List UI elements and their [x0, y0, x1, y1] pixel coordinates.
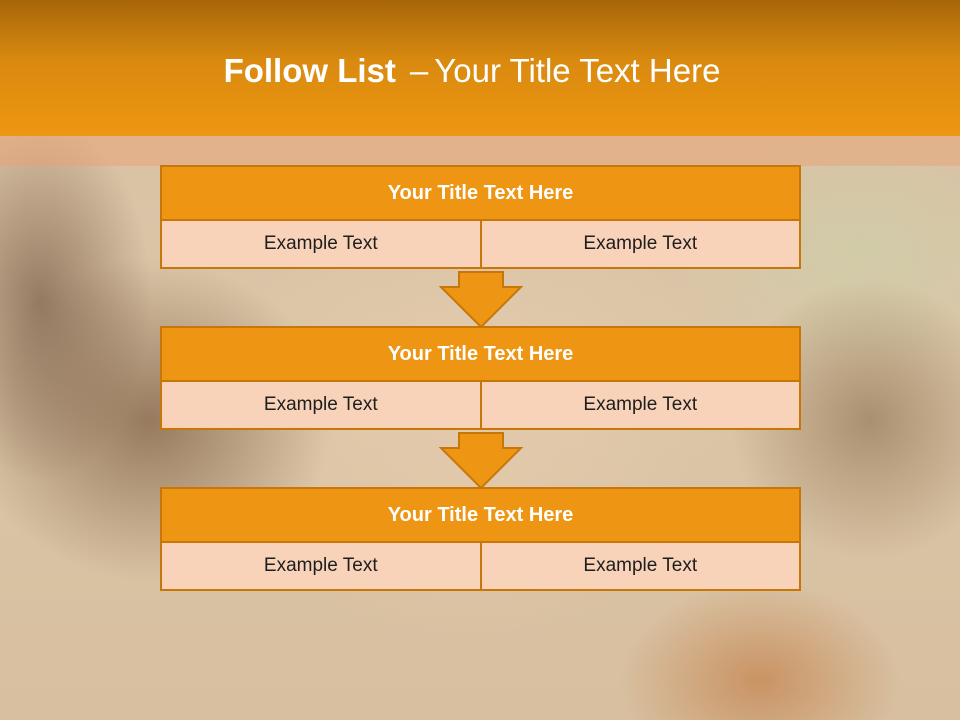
slide-title: Follow List–Your Title Text Here — [0, 52, 944, 90]
step-row: Example Text Example Text — [160, 382, 801, 430]
step-cell-right: Example Text — [479, 221, 799, 267]
title-dash: – — [409, 52, 429, 89]
step-title: Your Title Text Here — [160, 326, 801, 382]
step-block-3: Your Title Text Here Example Text Exampl… — [160, 487, 801, 591]
step-block-1: Your Title Text Here Example Text Exampl… — [160, 165, 801, 269]
step-title: Your Title Text Here — [160, 165, 801, 221]
step-row: Example Text Example Text — [160, 221, 801, 269]
arrow-down-icon — [438, 271, 524, 329]
arrow-down-icon — [438, 432, 524, 490]
step-title: Your Title Text Here — [160, 487, 801, 543]
step-block-2: Your Title Text Here Example Text Exampl… — [160, 326, 801, 430]
title-rest: Your Title Text Here — [434, 52, 721, 89]
step-cell-left: Example Text — [162, 543, 480, 589]
slide-header: Follow List–Your Title Text Here — [0, 0, 960, 136]
title-bold: Follow List — [223, 52, 396, 89]
step-cell-right: Example Text — [479, 382, 799, 428]
step-cell-left: Example Text — [162, 221, 480, 267]
step-row: Example Text Example Text — [160, 543, 801, 591]
header-shadow-band — [0, 136, 960, 166]
step-cell-left: Example Text — [162, 382, 480, 428]
step-cell-right: Example Text — [479, 543, 799, 589]
